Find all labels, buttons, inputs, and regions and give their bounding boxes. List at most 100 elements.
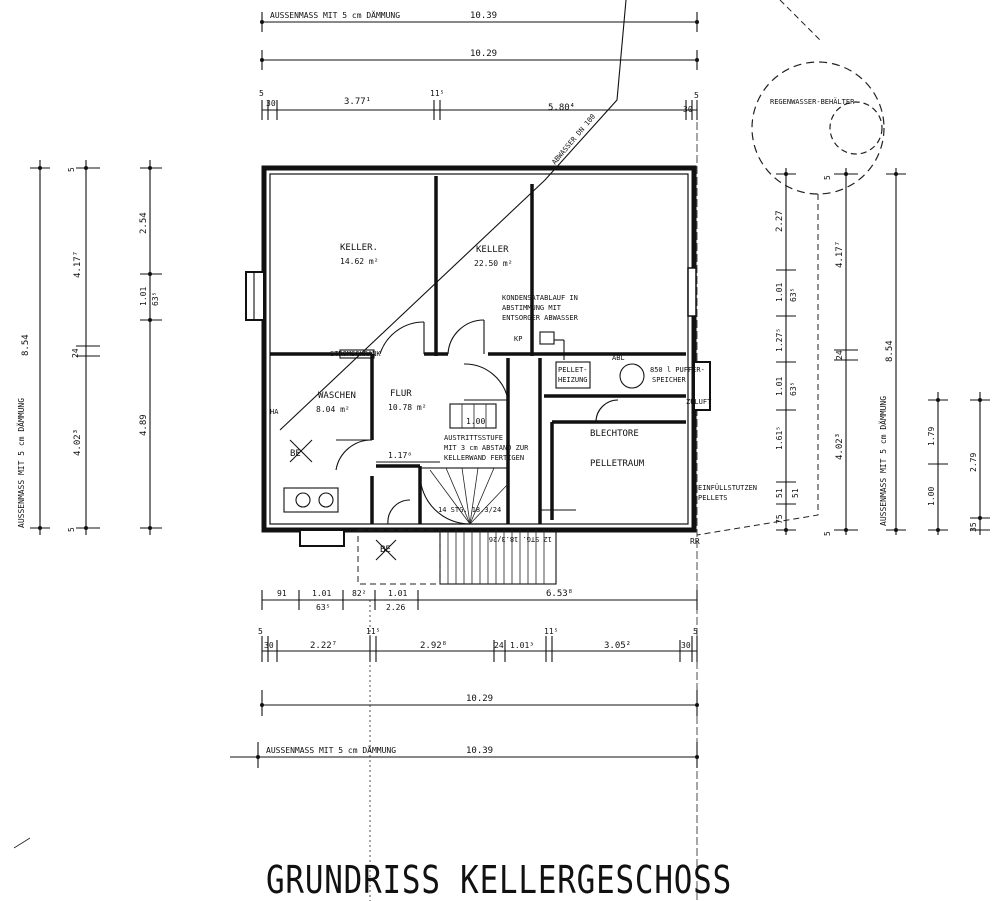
be-label-1: BE (290, 449, 301, 459)
right-dim-51b: 51 (791, 488, 800, 498)
kp-label: KP (514, 335, 522, 343)
keller2-name: KELLER (476, 245, 509, 255)
flur-area: 10.78 m² (388, 403, 427, 412)
austritt-note-1: AUSTRITTSSTUFE (444, 434, 503, 442)
right-dim-75: 75 (775, 514, 784, 524)
right-dim-179: 1.79 (927, 427, 936, 446)
left-dim-635: 63⁵ (151, 292, 160, 306)
bottom-r-227: 2.22⁷ (310, 641, 337, 651)
kondensat-note-1: KONDENSATABLAUF IN (502, 294, 578, 302)
bottom-total-1039: 10.39 (466, 746, 493, 756)
bottom-r-30a: 30 (264, 641, 274, 650)
top-dim-1039: 10.39 (470, 11, 497, 21)
left-dim-489: 4.89 (139, 414, 149, 436)
left-dim-24: 24 (71, 348, 80, 358)
ha-label: HA (270, 408, 279, 416)
bottom-r-30b: 30 (681, 641, 691, 650)
blechtore-label: BLECHTORE (590, 429, 639, 439)
puffer-label-1: 850 l PUFFER- (650, 366, 705, 374)
right-dim-854: 8.54 (885, 340, 895, 362)
bottom-r-24: 24 (494, 641, 504, 650)
top-dim-377: 3.77¹ (344, 97, 371, 107)
bottom-dimensions: 91 1.01 63⁵ 82² 1.01 2.26 6.53⁸ 5 30 2.2… (230, 589, 699, 768)
left-dim-402: 4.02³ (73, 429, 83, 456)
left-dim-5b: 5 (67, 527, 76, 532)
washer-circle (295, 492, 311, 508)
right-dim-101a: 1.01 (775, 283, 784, 302)
top-dim-30b: 30 (683, 105, 693, 114)
top-dim-5: 5 (259, 89, 264, 98)
be-label-2: BE (380, 545, 391, 555)
waschen-name: WASCHEN (318, 391, 356, 401)
right-dim-227: 2.27 (775, 210, 785, 232)
right-dim-161: 1.61⁵ (775, 426, 784, 450)
stray-mark (13, 837, 31, 849)
top-dim-30a: 30 (266, 99, 276, 108)
top-dim-115: 11⁵ (430, 89, 444, 98)
puffer-label-2: SPEICHER (652, 376, 687, 384)
bottom-r-5a: 5 (258, 627, 263, 636)
left-dim-5a: 5 (67, 167, 76, 172)
stromschrank-label: STROMSCHRANK (330, 350, 381, 358)
rr-label: RR (690, 537, 700, 546)
bottom-r-5b: 5 (693, 627, 698, 636)
top-dim-1029: 10.29 (470, 49, 497, 59)
bottom-total-1029: 10.29 (466, 694, 493, 704)
right-dim-5b: 5 (823, 531, 832, 536)
bottom-dim-101a: 1.01 (312, 589, 331, 598)
bottom-r-101: 1.01³ (510, 641, 534, 650)
room-labels: KELLER. 14.62 m² KELLER 22.50 m² WASCHEN… (270, 243, 757, 555)
einfull-label-2: PELLETS (698, 494, 728, 502)
exterior-walls (245, 165, 711, 547)
right-dim-402: 4.02³ (835, 433, 845, 460)
top-dim-5b: 5 (694, 91, 699, 100)
right-dim-24: 24 (835, 350, 844, 360)
regenwasser-label: REGENWASSER-BEHÄLTER (770, 97, 855, 106)
bottom-r-115b: 11⁵ (544, 627, 558, 636)
bottom-dim-635: 63⁵ (316, 603, 330, 612)
equipment (283, 331, 645, 561)
staircase (357, 403, 557, 585)
left-aussen-label: AUSSENMASS MIT 5 cm DÄMMUNG (16, 398, 26, 528)
bottom-r-292: 2.92⁸ (420, 641, 447, 651)
dim-117-label: 1.17⁸ (388, 451, 412, 460)
bottom-r-305: 3.05² (604, 641, 631, 651)
top-aussen-label: AUSSENMASS MIT 5 cm DÄMMUNG (270, 10, 400, 20)
top-dimensions: AUSSENMASS MIT 5 cm DÄMMUNG 10.39 10.29 … (259, 10, 699, 120)
right-dim-635b: 63⁵ (789, 382, 798, 396)
einfull-label-1: EINFÜLLSTUTZEN (698, 483, 757, 492)
stromschrank-box (339, 349, 375, 359)
pellet-heizung-box (555, 361, 591, 389)
pellet-heizung-label-2: HEIZUNG (558, 376, 588, 384)
kondensat-note-3: ENTSORGER ABWASSER (502, 314, 579, 322)
drawing-title: GRUNDRISS KELLERGESCHOSS (266, 858, 732, 901)
right-dim-101b: 1.01 (775, 377, 784, 396)
left-dim-254: 2.54 (139, 212, 149, 234)
kondensat-note-2: ABSTIMMUNG MIT (502, 304, 562, 312)
doors (335, 319, 619, 525)
stairs-note-2: 12 STG. 18.3/26 (489, 535, 552, 543)
top-dim-580: 5.80⁴ (548, 103, 575, 113)
right-dim-127: 1.27⁵ (775, 328, 784, 352)
right-dim-635a: 63⁵ (789, 288, 798, 302)
left-dim-101: 1.01 (139, 287, 148, 306)
bottom-dim-91: 91 (277, 589, 287, 598)
right-dim-279: 2.79 (969, 453, 978, 472)
abwasser-label: ABWASSER DN 100 (550, 113, 597, 167)
right-dim-51a: 51 (775, 488, 784, 498)
dim-100-label: 1.00 (466, 417, 485, 426)
keller1-name: KELLER. (340, 243, 378, 253)
abluft-label: ABL (612, 354, 625, 362)
left-dim-854: 8.54 (21, 334, 31, 356)
regenwasser-tank: REGENWASSER-BEHÄLTER (696, 0, 885, 536)
puffer-speicher-circle (619, 363, 645, 389)
flur-name: FLUR (390, 389, 412, 399)
right-dim-100: 1.00 (927, 487, 936, 506)
bottom-dim-653: 6.53⁸ (546, 589, 573, 599)
austritt-note-3: KELLERWAND FERTIGEN (444, 454, 524, 462)
dryer-circle (318, 492, 334, 508)
zuluft-label: ZULUFT (686, 398, 712, 406)
right-dim-35: 35 (969, 522, 978, 532)
kondensat-box (539, 331, 555, 345)
